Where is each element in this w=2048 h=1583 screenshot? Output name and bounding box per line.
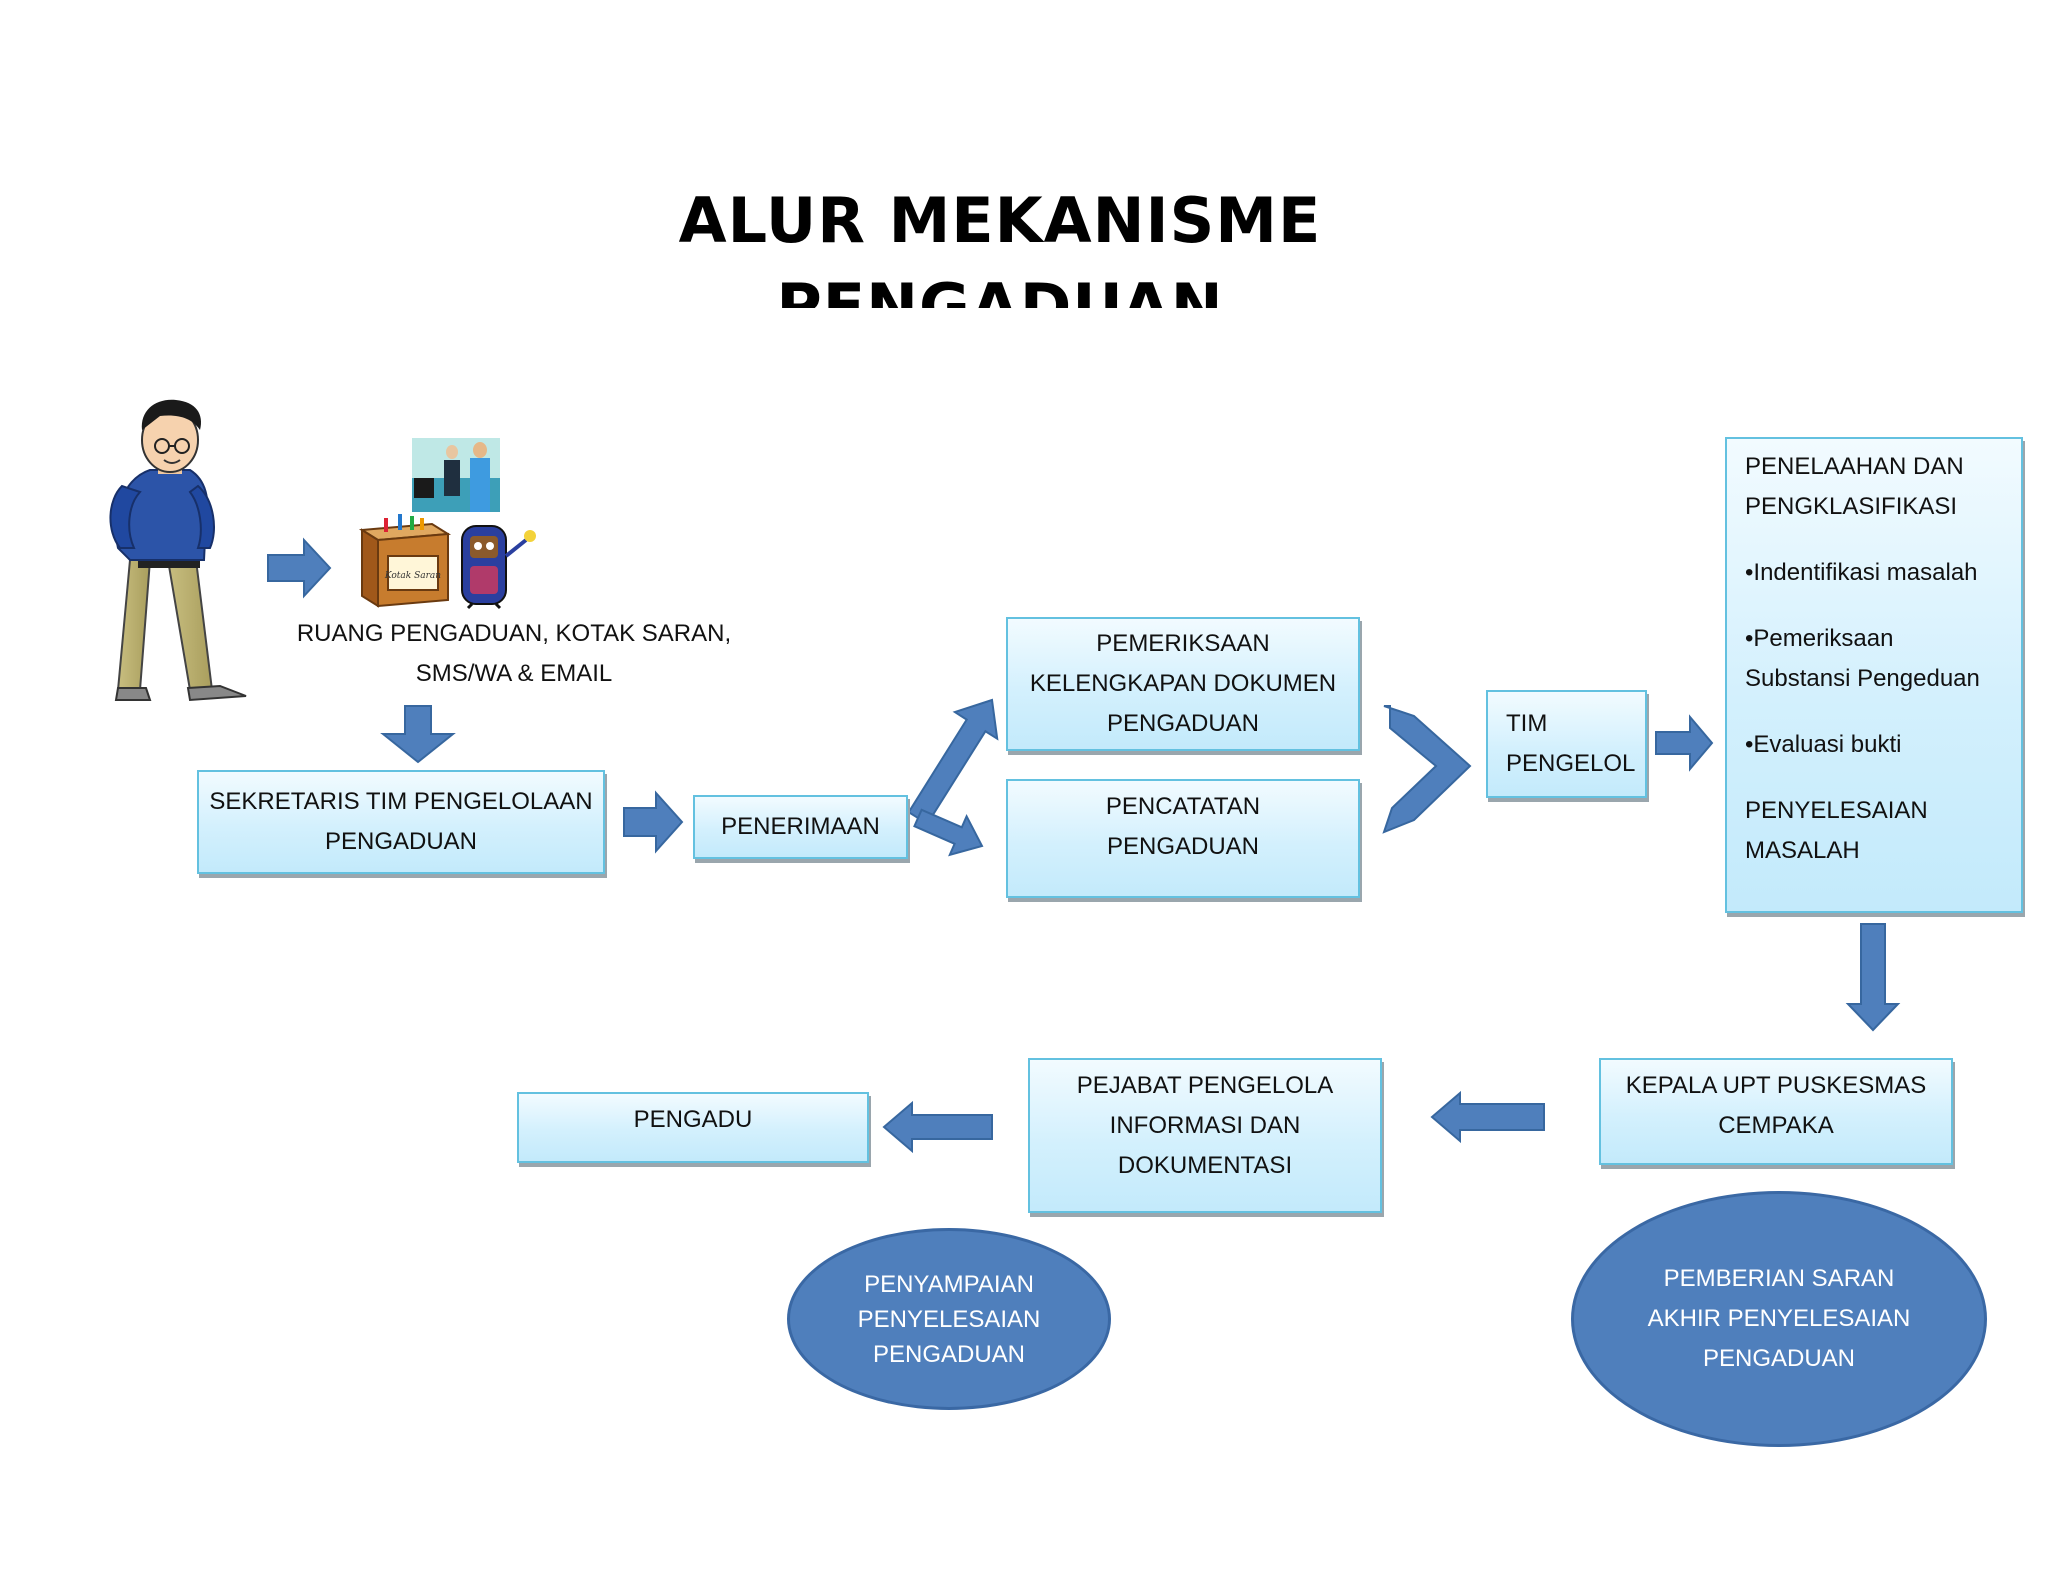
person-illustration: [109, 399, 247, 702]
penelaahan-bullet-substansi: Substansi Pengeduan: [1745, 665, 1980, 692]
diagram-title: ALUR MEKANISME PENGADUAN: [640, 178, 1360, 308]
channels-caption: RUANG PENGADUAN, KOTAK SARAN, SMS/WA & E…: [288, 614, 740, 694]
ellipse-penyampaian: PENYAMPAIAN PENYELESAIAN PENGADUAN: [787, 1228, 1111, 1410]
box-sekretaris-line-2: PENGADUAN: [324, 828, 478, 855]
ellipse-pemberian-line-1: PEMBERIAN SARAN: [1663, 1265, 1895, 1292]
ellipse-penyampaian-line-2: PENYELESAIAN: [857, 1305, 1041, 1333]
box-pemeriksaan-line-3: PENGADUAN: [1106, 710, 1260, 737]
ellipse-penyampaian-line-1: PENYAMPAIAN: [864, 1270, 1034, 1298]
suggestion-box-label: Kotak Saran: [384, 571, 441, 581]
penelaahan-bullet-pemeriksaan: •Pemeriksaan: [1745, 625, 1894, 652]
box-sekretaris-line-1: SEKRETARIS TIM PENGELOLAAN: [209, 788, 593, 815]
box-pejabat-line-2: INFORMASI DAN: [1109, 1112, 1301, 1139]
box-kepala: KEPALA UPT PUSKESMAS CEMPAKA: [1599, 1058, 1953, 1165]
penelaahan-heading-line-2: PENGKLASIFIKASI: [1745, 493, 1958, 520]
box-tim-line-2: PENGELOL: [1506, 750, 1636, 777]
box-pejabat: PEJABAT PENGELOLA INFORMASI DAN DOKUMENT…: [1028, 1058, 1382, 1213]
flow-arrows: [267, 537, 1901, 1154]
box-penerimaan-line-1: PENERIMAAN: [721, 813, 880, 840]
ellipse-pemberian-line-2: AKHIR PENYELESAIAN: [1647, 1305, 1911, 1332]
arrow-kepala-to-pejabat: [1430, 1090, 1545, 1144]
channels-caption-line-2: SMS/WA & EMAIL: [415, 660, 613, 687]
arrow-channels-to-sekretaris: [380, 705, 456, 764]
ellipse-pemberian: PEMBERIAN SARAN AKHIR PENYELESAIAN PENGA…: [1571, 1191, 1987, 1447]
arrow-tim-to-penelaahan: [1655, 714, 1714, 772]
ellipse-penyampaian-line-3: PENGADUAN: [872, 1340, 1026, 1368]
box-kepala-line-2: CEMPAKA: [1718, 1112, 1834, 1139]
box-penelaahan: PENELAAHAN DAN PENGKLASIFIKASI •Indentif…: [1725, 437, 2023, 913]
box-pemeriksaan-line-2: KELENGKAPAN DOKUMEN: [1029, 670, 1337, 697]
box-sekretaris: SEKRETARIS TIM PENGELOLAAN PENGADUAN: [197, 770, 605, 874]
title-line-1: ALUR MEKANISME: [678, 184, 1322, 257]
box-pencatatan-line-2: PENGADUAN: [1106, 833, 1260, 860]
mobile-phone-image: [461, 525, 536, 610]
box-pengadu-line-1: PENGADU: [633, 1106, 753, 1133]
title-line-2: PENGADUAN: [776, 270, 1224, 308]
ellipse-pemberian-line-3: PENGADUAN: [1702, 1345, 1856, 1372]
box-pejabat-line-3: DOKUMENTASI: [1117, 1152, 1293, 1179]
arrow-penerimaan-to-pencatatan: [913, 808, 984, 857]
penelaahan-bullet-identifikasi: •Indentifikasi masalah: [1745, 559, 1978, 586]
arrow-penerimaan-to-pemeriksaan: [907, 698, 999, 826]
penelaahan-heading-line-1: PENELAAHAN DAN: [1745, 453, 1964, 480]
box-pencatatan-line-1: PENCATATAN: [1105, 793, 1261, 820]
box-pencatatan: PENCATATAN PENGADUAN: [1006, 779, 1360, 898]
arrow-forms-to-tim: [1382, 705, 1472, 834]
arrow-person-to-channels: [267, 537, 332, 599]
box-tim-pengelola: TIM PENGELOL: [1486, 690, 1647, 798]
channels-caption-line-1: RUANG PENGADUAN, KOTAK SARAN,: [296, 620, 732, 647]
box-penerimaan: PENERIMAAN: [693, 795, 908, 859]
penelaahan-footer-line-1: PENYELESAIAN: [1745, 797, 1928, 824]
penelaahan-bullet-evaluasi: •Evaluasi bukti: [1745, 731, 1902, 758]
box-pemeriksaan: PEMERIKSAAN KELENGKAPAN DOKUMEN PENGADUA…: [1006, 617, 1360, 751]
suggestion-box-image: Kotak Saran: [358, 514, 452, 608]
box-pengadu: PENGADU: [517, 1092, 869, 1163]
arrow-sekretaris-to-penerimaan: [623, 790, 684, 854]
box-kepala-line-1: KEPALA UPT PUSKESMAS: [1625, 1072, 1927, 1099]
penelaahan-footer-line-2: MASALAH: [1745, 837, 1860, 864]
box-tim-line-1: TIM: [1506, 710, 1548, 737]
complaint-office-image: [412, 438, 500, 512]
box-pemeriksaan-line-1: PEMERIKSAAN: [1096, 630, 1270, 657]
arrow-penelaahan-to-kepala: [1845, 923, 1901, 1032]
arrow-pejabat-to-pengadu: [882, 1100, 993, 1154]
box-pejabat-line-1: PEJABAT PENGELOLA: [1076, 1072, 1334, 1099]
